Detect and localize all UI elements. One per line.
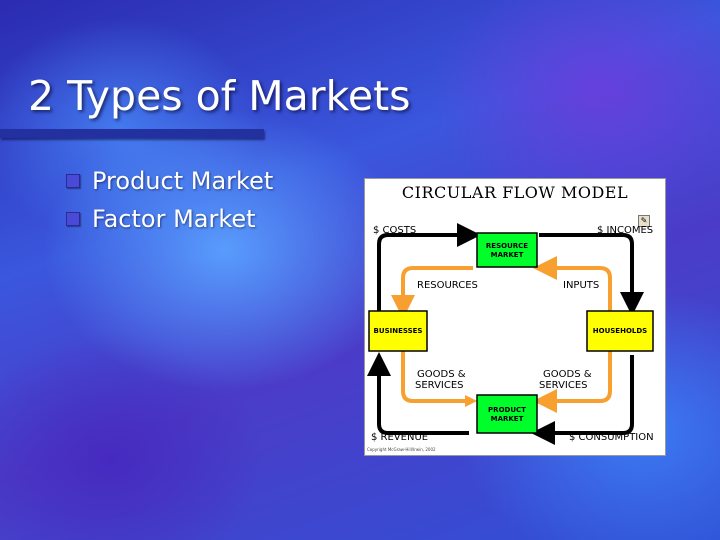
bullet-label: Factor Market — [92, 205, 256, 233]
households-box — [586, 310, 654, 352]
revenue-label: $ REVENUE — [371, 432, 429, 443]
bullet-label: Product Market — [92, 167, 274, 195]
pencil-icon: ✎ — [638, 215, 650, 227]
diagram-title: CIRCULAR FLOW MODEL — [401, 183, 629, 202]
goods-right-arrow — [533, 349, 612, 413]
goods-right-label-1: GOODS & — [543, 369, 592, 380]
businesses-label: BUSINESSES — [373, 327, 423, 335]
flow-arrows — [367, 223, 654, 445]
title-underline — [0, 129, 264, 138]
inputs-label: INPUTS — [563, 280, 600, 291]
resource-market-line-1: RESOURCE — [485, 242, 529, 250]
outer-money-flow — [367, 223, 644, 445]
resource-market-box — [476, 232, 538, 268]
goods-left-label-1: GOODS & — [417, 369, 466, 380]
bullet-list: Product Market Factor Market — [66, 162, 273, 238]
households-label: HOUSEHOLDS — [592, 327, 648, 335]
product-market-box — [476, 394, 538, 434]
inner-goods-flow — [391, 256, 612, 413]
slide-title: 2 Types of Markets — [28, 72, 411, 120]
resources-arrow — [391, 266, 473, 319]
resources-label: RESOURCES — [417, 280, 478, 291]
goods-left-arrow — [401, 349, 473, 403]
bullet-factor-market: Factor Market — [66, 200, 273, 238]
product-market-line-1: PRODUCT — [488, 406, 526, 414]
bullet-square-icon — [66, 212, 80, 226]
bullet-square-icon — [66, 174, 80, 188]
incomes-arrow — [539, 233, 644, 316]
consumption-arrow — [531, 355, 634, 445]
costs-label: $ COSTS — [373, 225, 417, 236]
copyright-text: Copyright McGraw-Hill/Irwin, 2002 — [367, 447, 436, 452]
incomes-label: $ INCOMES — [597, 225, 654, 236]
product-market-label: PRODUCT MARKET — [477, 406, 537, 424]
resource-market-label: RESOURCE MARKET — [477, 242, 537, 260]
goods-left-label-2: SERVICES — [415, 380, 464, 391]
goods-right-label-2: SERVICES — [539, 380, 588, 391]
businesses-box — [368, 310, 428, 352]
product-market-line-2: MARKET — [490, 415, 524, 423]
circular-flow-diagram: CIRCULAR FLOW MODEL ✎ — [364, 178, 666, 456]
inputs-arrow — [533, 256, 612, 326]
consumption-label: $ CONSUMPTION — [569, 432, 654, 443]
revenue-arrow — [367, 352, 469, 435]
costs-arrow — [377, 223, 481, 325]
bullet-product-market: Product Market — [66, 162, 273, 200]
resource-market-line-2: MARKET — [490, 251, 524, 259]
